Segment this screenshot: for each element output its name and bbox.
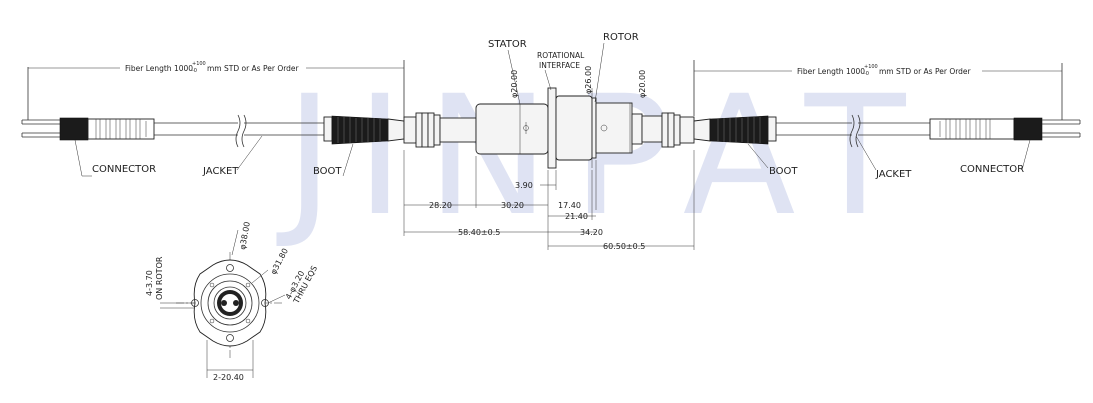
- rotor-flange: [595, 102, 633, 154]
- boot-right: [709, 115, 769, 145]
- dim-l5: 58.40±0.5: [458, 228, 500, 237]
- dim-l6: 34.20: [580, 228, 603, 237]
- dim-l4: 21.40: [565, 212, 588, 221]
- diameter-dims: φ20.00 φ26.00 φ20.00: [510, 66, 647, 168]
- rotor-label: ROTOR: [603, 32, 639, 43]
- rotor-body: [555, 95, 593, 161]
- end-view-inner-diameter: φ31.80: [269, 247, 290, 276]
- rotational-interface-label-2: INTERFACE: [539, 61, 580, 70]
- svg-text:-0: -0: [192, 68, 197, 74]
- rotational-interface-label-1: ROTATIONAL: [537, 51, 585, 60]
- svg-text:φ20.00: φ20.00: [638, 70, 647, 98]
- svg-text:φ20.00: φ20.00: [510, 70, 519, 98]
- jacket-right-label: JACKET: [875, 169, 912, 180]
- boot-left: [331, 115, 389, 145]
- svg-text:-0: -0: [864, 71, 869, 77]
- connector-right-body: [1013, 117, 1043, 141]
- rotor-holes-on-rotor: ON ROTOR: [155, 256, 164, 300]
- length-dims: 3.90 28.20 30.20 17.40 21.40 58.40±0.5 3…: [403, 150, 695, 251]
- right-fiber-assembly: Fiber Length 1000 +100 -0 mm STD or As P…: [693, 60, 1081, 148]
- svg-text:+100: +100: [192, 61, 206, 67]
- end-view-spacing: 2-20.40: [213, 373, 244, 382]
- left-fiber-assembly: Fiber Length 1000 +100 -0 mm STD or As P…: [21, 60, 405, 148]
- dim-l1: 28.20: [429, 201, 452, 210]
- dim-l7: 60.50±0.5: [603, 242, 645, 251]
- svg-text:mm STD or As Per Order: mm STD or As Per Order: [207, 64, 300, 73]
- dim-l2: 30.20: [501, 201, 524, 210]
- end-view-outer-circle: [200, 273, 260, 333]
- callouts: CONNECTOR JACKET BOOT BOOT JACKET CONNEC…: [74, 135, 1031, 180]
- end-view-outer-diameter: φ38.00: [238, 221, 252, 250]
- dim-l3: 17.40: [558, 201, 581, 210]
- rotor-holes-label: 4-3.70: [145, 270, 154, 296]
- watermark: JINPAT: [276, 60, 928, 252]
- connector-left-label: CONNECTOR: [92, 164, 156, 175]
- svg-text:+100: +100: [864, 64, 878, 70]
- boot-left-label: BOOT: [313, 166, 342, 177]
- stator-housing: [475, 103, 549, 155]
- jacket-left-label: JACKET: [202, 166, 239, 177]
- fiber-length-left-label: Fiber Length 1000: [125, 64, 193, 73]
- svg-text:φ26.00: φ26.00: [584, 66, 593, 94]
- boot-right-label: BOOT: [769, 166, 798, 177]
- rotary-joint-body: [403, 87, 695, 169]
- svg-text:mm STD or As Per Order: mm STD or As Per Order: [879, 67, 972, 76]
- dim-gap: 3.90: [515, 181, 533, 190]
- rotational-interface-flange: [547, 87, 557, 169]
- fiber-length-right-label: Fiber Length 1000: [797, 67, 865, 76]
- connector-right-label: CONNECTOR: [960, 164, 1024, 175]
- connector-left-body: [59, 117, 89, 141]
- stator-label: STATOR: [488, 39, 527, 50]
